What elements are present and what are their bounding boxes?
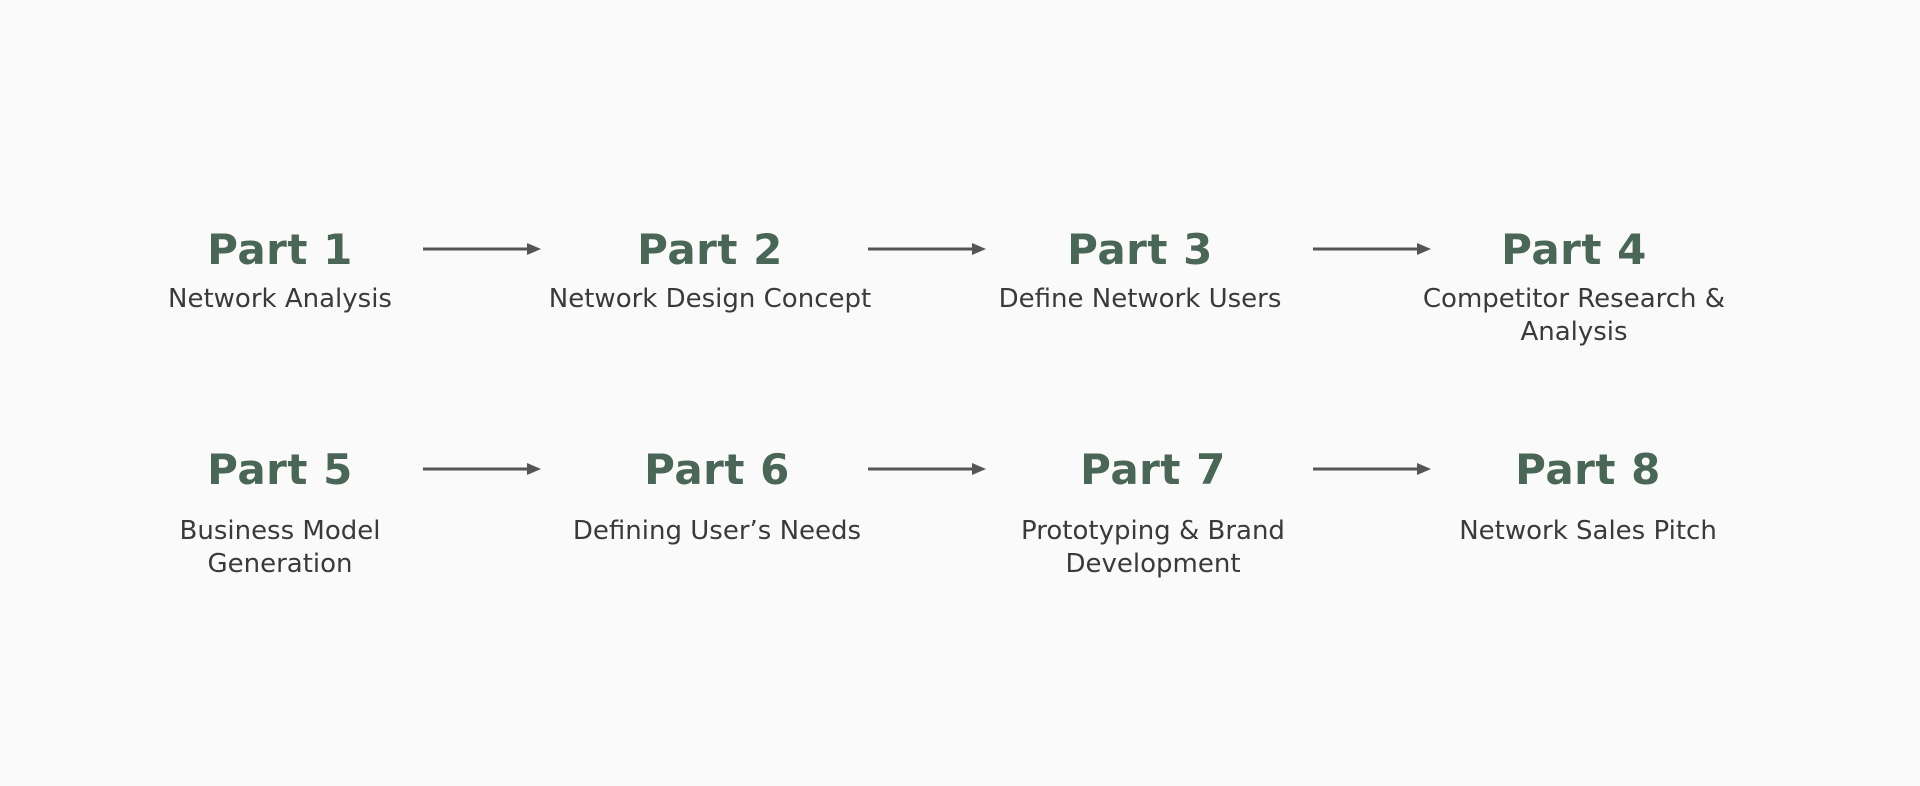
step-title: Part 1	[207, 225, 353, 274]
step-description: Defining User’s Needs	[572, 516, 862, 546]
step-description: Define Network Users	[998, 284, 1282, 314]
step-title: Part 5	[207, 445, 353, 494]
step-title: Part 7	[1080, 445, 1226, 494]
step-part-8: Part 8 Network Sales Pitch	[1398, 449, 1778, 548]
step-part-1: Part 1 Network Analysis	[90, 229, 470, 316]
step-part-6: Part 6 Defining User’s Needs	[527, 449, 907, 548]
step-title: Part 3	[1067, 225, 1213, 274]
step-description: Network Analysis	[168, 284, 392, 314]
arrow-right-icon	[868, 243, 986, 255]
arrow-right-icon	[1313, 243, 1431, 255]
step-part-7: Part 7 Prototyping & Brand Development	[963, 449, 1343, 581]
step-title: Part 8	[1515, 445, 1661, 494]
step-part-5: Part 5 Business Model Generation	[90, 449, 470, 581]
step-title: Part 6	[644, 445, 790, 494]
step-part-4: Part 4 Competitor Research & Analysis	[1384, 229, 1764, 349]
step-title: Part 2	[637, 225, 783, 274]
arrow-right-icon	[1313, 463, 1431, 475]
step-description: Competitor Research & Analysis	[1422, 284, 1726, 347]
arrow-right-icon	[423, 243, 541, 255]
step-part-2: Part 2 Network Design Concept	[520, 229, 900, 316]
arrow-right-icon	[868, 463, 986, 475]
step-description: Prototyping & Brand Development	[1021, 516, 1285, 579]
step-title: Part 4	[1501, 225, 1647, 274]
step-part-3: Part 3 Define Network Users	[950, 229, 1330, 316]
arrow-right-icon	[423, 463, 541, 475]
step-description: Network Design Concept	[548, 284, 872, 314]
step-description: Business Model Generation	[179, 516, 381, 579]
step-description: Network Sales Pitch	[1459, 516, 1717, 546]
